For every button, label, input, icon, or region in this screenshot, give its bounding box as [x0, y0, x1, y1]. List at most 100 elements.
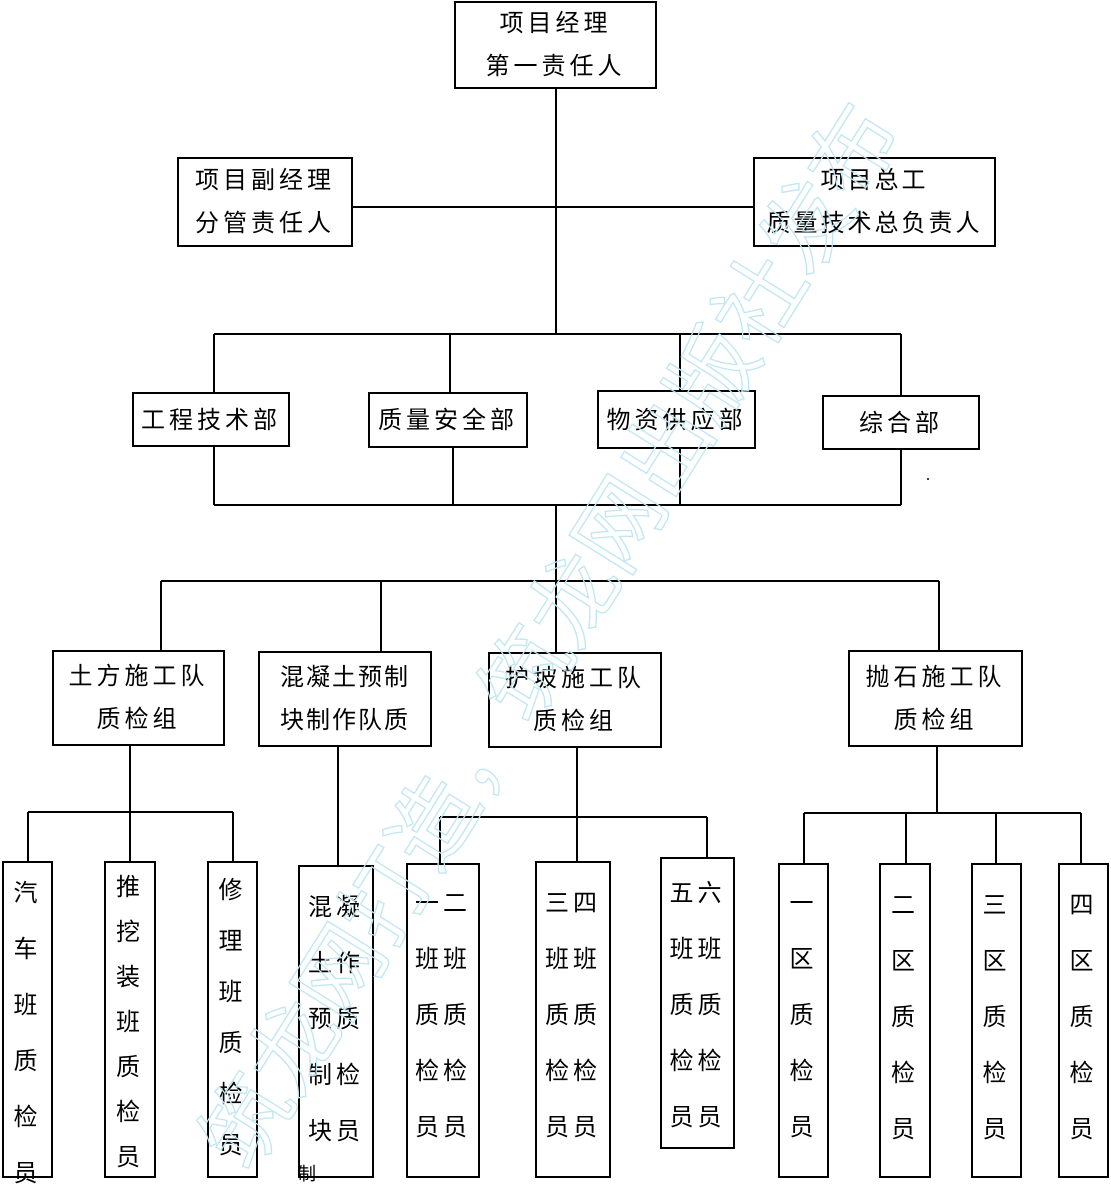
inspector-text: 检检	[415, 1057, 471, 1085]
inspector-text: 质	[982, 1003, 1011, 1031]
inspector-box: 二 区 质 检 员	[879, 863, 931, 1178]
inspector-box: 推 挖 装 班 质 检 员	[104, 861, 156, 1178]
inspector-text: 检	[218, 1080, 247, 1108]
inspector-text: 质	[13, 1047, 42, 1075]
team-name: 混凝土预制	[280, 663, 410, 691]
inspector-text: 检检	[669, 1047, 726, 1075]
inspector-text: 员	[218, 1131, 247, 1159]
inspector-text: 员	[116, 1143, 144, 1171]
inspector-text: 员员	[545, 1113, 601, 1141]
inspector-text: 班班	[545, 945, 601, 973]
dept-label: 工程技术部	[141, 405, 281, 434]
inspector-text: 推	[116, 873, 144, 901]
dept-engineering-tech: 工程技术部	[132, 392, 290, 447]
team-name: 抛石施工队	[865, 662, 1006, 691]
inspector-text: 一二	[415, 889, 471, 917]
inspector-text: 汽	[13, 879, 42, 907]
inspector-box: 一 区 质 检 员	[778, 863, 829, 1178]
team-slope-protection: 护坡施工队 质检组	[488, 652, 662, 748]
inspector-text: 班班	[669, 935, 726, 963]
inspector-text: 员	[982, 1115, 1011, 1143]
inspector-box: 四 区 质 检 员	[1058, 863, 1109, 1178]
inspector-box: 五六 班班 质质 检检 员员	[660, 857, 735, 1149]
inspector-text: 修	[218, 876, 247, 904]
inspector-text: 检	[982, 1059, 1011, 1087]
inspector-text: 员员	[669, 1103, 726, 1131]
inspector-text: 检	[13, 1103, 42, 1131]
dept-general: 综合部	[822, 395, 980, 450]
team-riprap: 抛石施工队 质检组	[848, 650, 1023, 747]
inspector-text: 质质	[669, 991, 726, 1019]
inspector-text: 区	[789, 945, 818, 973]
inspector-text: 挖	[116, 918, 144, 946]
inspector-text: 混凝	[308, 893, 364, 921]
inspector-text: 车	[13, 935, 42, 963]
team-subtitle: 质检组	[893, 705, 978, 734]
dept-label: 综合部	[859, 408, 943, 437]
inspector-text: 五六	[669, 879, 726, 907]
team-earthwork: 土方施工队 质检组	[52, 650, 225, 746]
inspector-box: 一二 班班 质质 检检 员员	[406, 863, 480, 1178]
team-subtitle: 质检组	[96, 705, 181, 733]
inspector-text: 制检	[308, 1061, 364, 1089]
chief-engineer-box: 项目总工 质量技术总负责人	[753, 157, 996, 247]
inspector-text: 质质	[415, 1001, 471, 1029]
dept-quality-safety: 质量安全部	[368, 392, 528, 448]
inspector-text: 质质	[545, 1001, 601, 1029]
dept-materials-supply: 物资供应部	[597, 390, 756, 449]
dept-label: 质量安全部	[378, 406, 518, 434]
dept-label: 物资供应部	[606, 405, 747, 434]
inspector-box: 三 区 质 检 员	[971, 863, 1022, 1178]
inspector-text: 检	[789, 1057, 818, 1085]
project-manager-role: 第一责任人	[485, 52, 626, 80]
inspector-text: 二	[891, 891, 919, 919]
team-name: 土方施工队	[68, 662, 209, 690]
inspector-text: 班	[13, 991, 42, 1019]
project-manager-box: 项目经理 第一责任人	[454, 1, 657, 89]
team-concrete-precast: 混凝土预制 块制作队质	[258, 651, 432, 747]
inspector-text: 土作	[308, 949, 364, 977]
inspector-text: 员	[13, 1159, 42, 1187]
inspector-text: 员员	[415, 1113, 471, 1141]
deputy-manager-title: 项目副经理	[195, 166, 335, 194]
inspector-text: 三	[982, 891, 1011, 919]
inspector-overflow-text: 制	[298, 1164, 316, 1185]
chief-engineer-role: 质量技术总负责人	[766, 209, 983, 237]
inspector-text: 三四	[545, 889, 601, 917]
inspector-text: 检	[891, 1059, 919, 1087]
inspector-box: 修 理 班 质 检 员	[207, 861, 258, 1178]
team-name: 护坡施工队	[505, 664, 645, 692]
team-subtitle: 质检组	[533, 707, 617, 735]
inspector-text: 班班	[415, 945, 471, 973]
inspector-text: 班	[116, 1008, 144, 1036]
chief-engineer-title: 项目总工	[820, 166, 929, 194]
inspector-text: 质	[218, 1029, 247, 1057]
inspector-text: 质	[789, 1001, 818, 1029]
inspector-text: 检	[1069, 1059, 1098, 1087]
inspector-text: 区	[982, 947, 1011, 975]
inspector-text: 块员	[308, 1117, 364, 1145]
inspector-box: 三四 班班 质质 检检 员员	[535, 861, 611, 1178]
inspector-text: 质	[891, 1003, 919, 1031]
inspector-text: 质	[1069, 1003, 1098, 1031]
inspector-box: 混凝 土作 预质 制检 块员	[298, 865, 374, 1178]
team-subtitle: 块制作队质	[280, 706, 410, 734]
inspector-text: 预质	[308, 1005, 364, 1033]
inspector-text: 班	[218, 978, 247, 1006]
inspector-text: 一	[789, 889, 818, 917]
inspector-text: 区	[1069, 947, 1098, 975]
inspector-text: 四	[1069, 891, 1098, 919]
inspector-box: 汽 车 班 质 检 员	[2, 861, 53, 1187]
inspector-text: 检	[116, 1098, 144, 1126]
deputy-manager-box: 项目副经理 分管责任人	[177, 157, 353, 247]
inspector-text: 员	[1069, 1115, 1098, 1143]
inspector-text: 员	[789, 1113, 818, 1141]
inspector-text: 检检	[545, 1057, 601, 1085]
project-manager-title: 项目经理	[499, 9, 612, 37]
inspector-text: 装	[116, 963, 144, 991]
inspector-text: 质	[116, 1053, 144, 1081]
inspector-text: 理	[218, 927, 247, 955]
inspector-text: 员	[891, 1115, 919, 1143]
